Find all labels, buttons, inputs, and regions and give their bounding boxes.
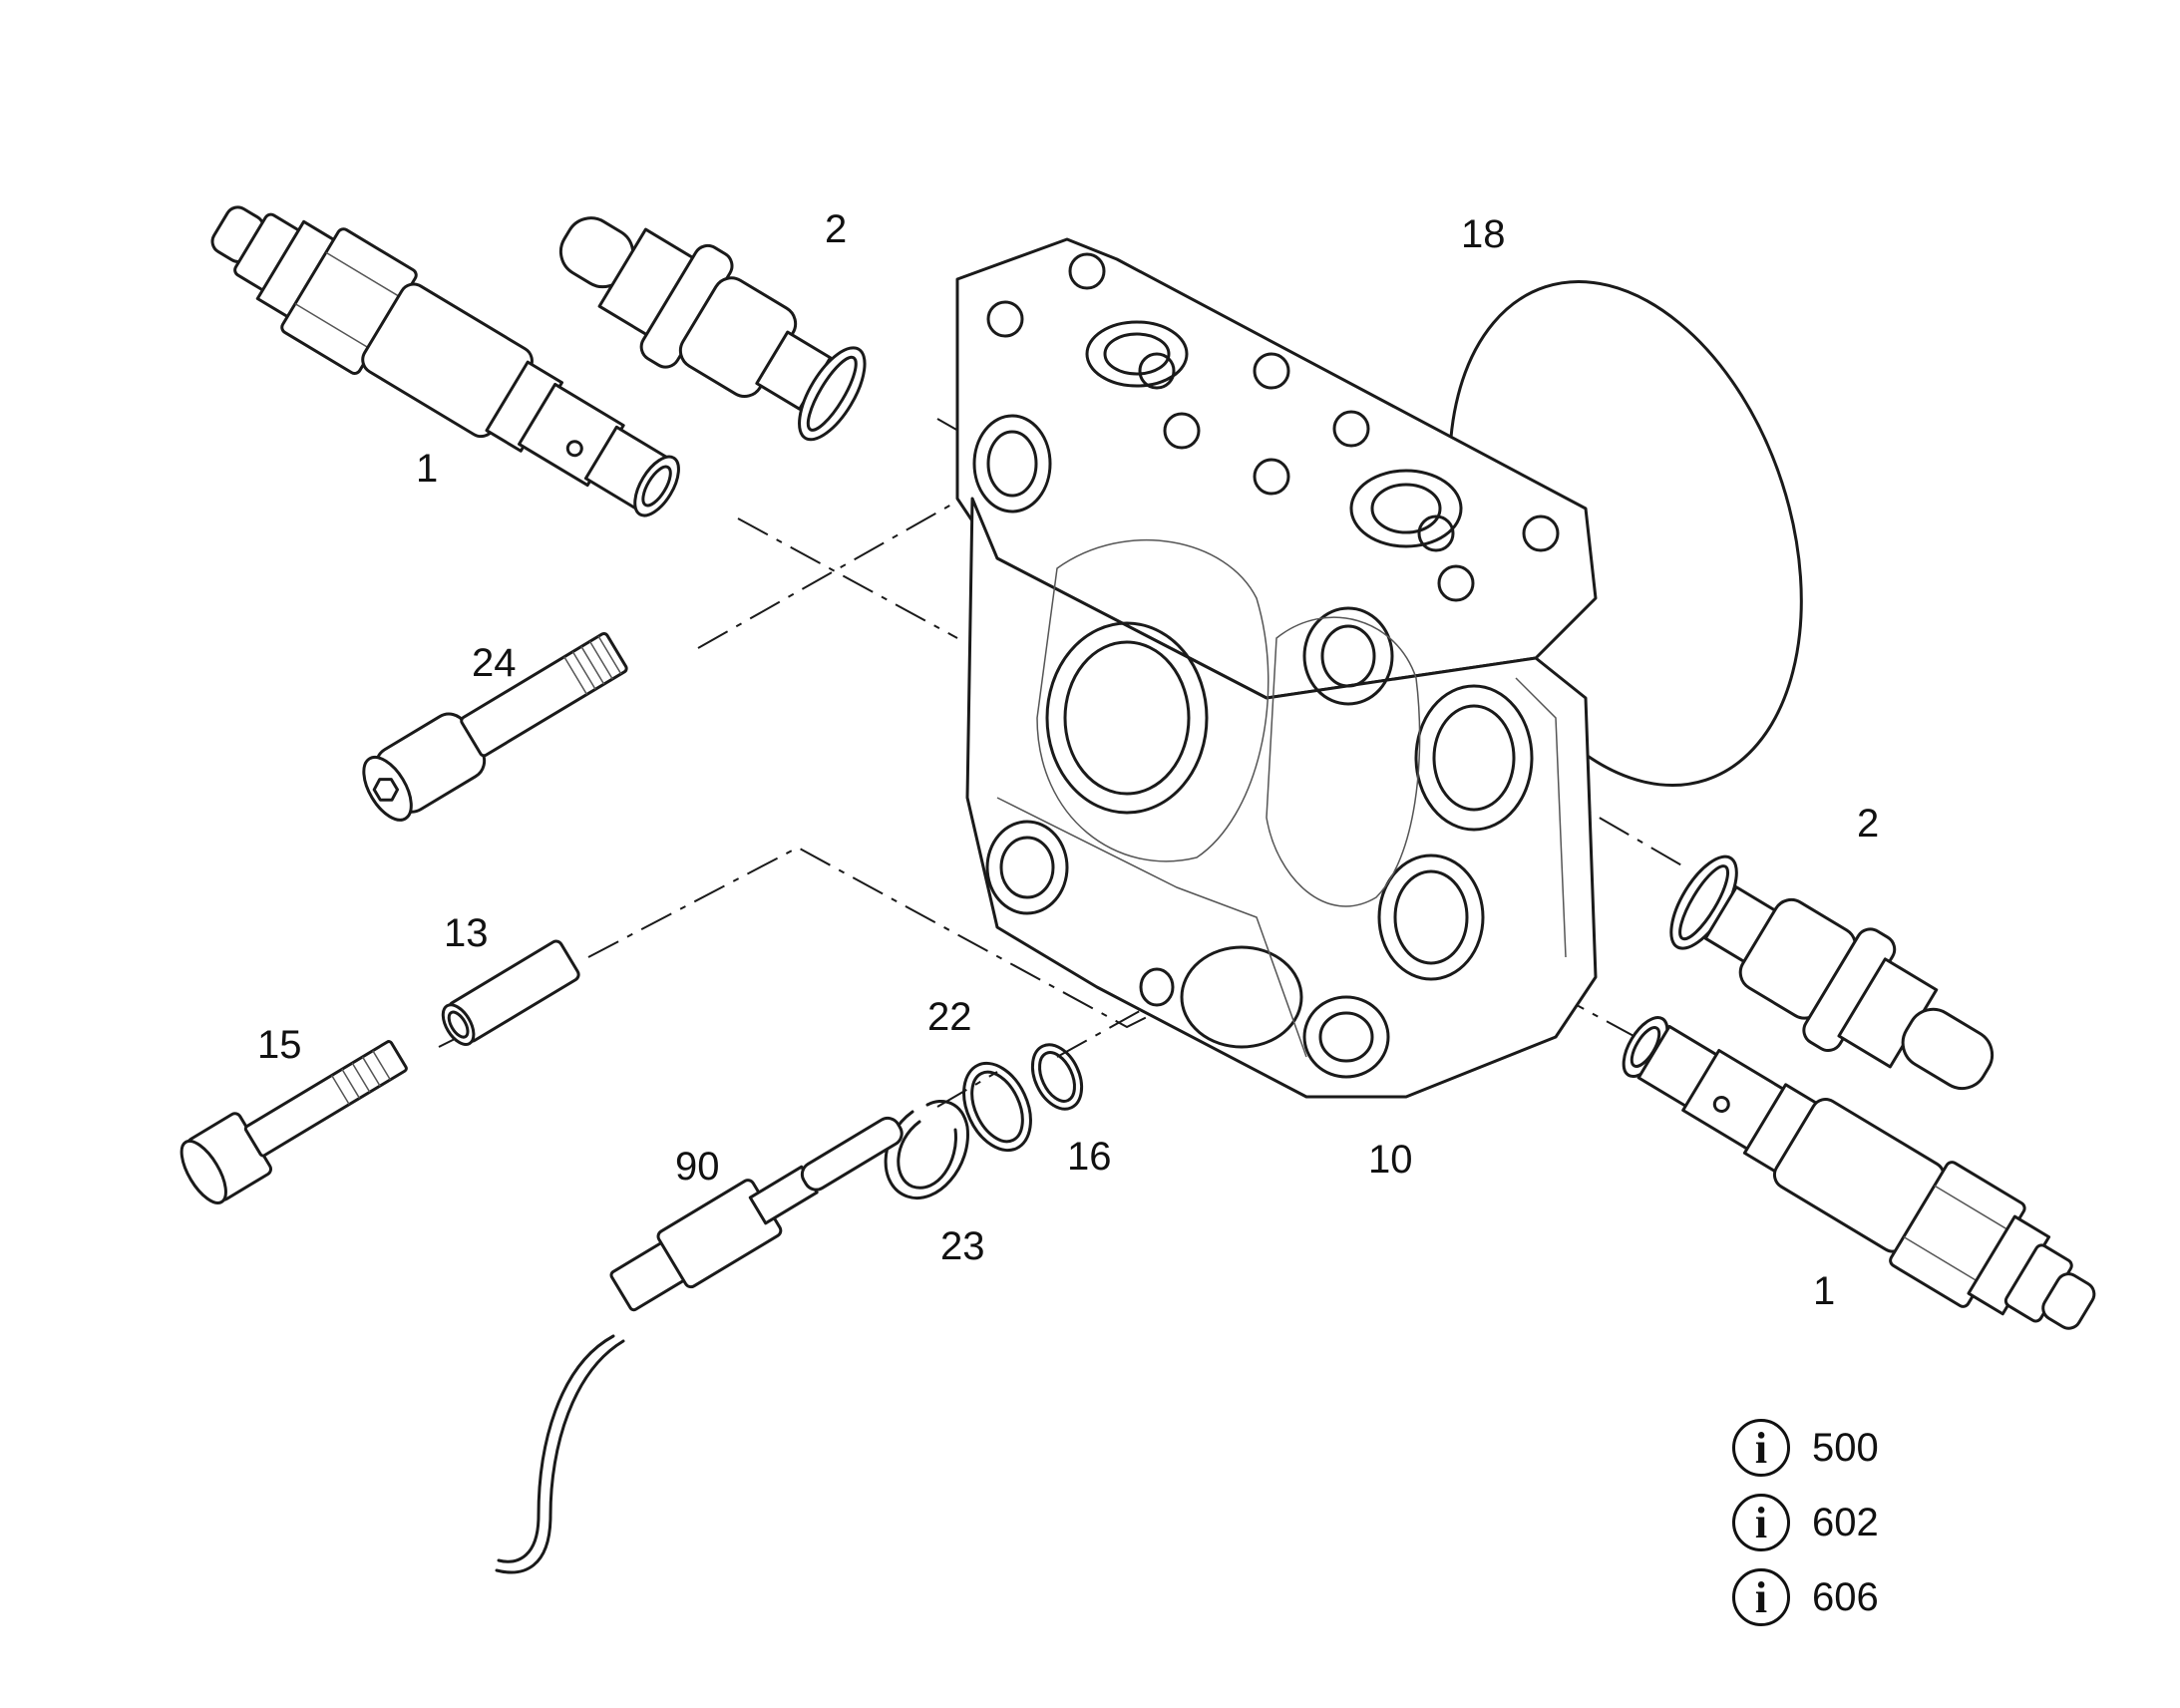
callout-part-1-right: 1	[1813, 1269, 1836, 1313]
info-reference-500[interactable]: i 500	[1732, 1419, 1879, 1477]
sleeve-13	[441, 939, 580, 1046]
check-valve-2-right	[1669, 854, 1995, 1091]
socket-head-screw-24	[362, 632, 628, 822]
sensor-90	[495, 1116, 904, 1574]
backup-ring-22	[962, 1061, 1032, 1153]
hex-bolt-15	[180, 1040, 408, 1204]
info-reference-606[interactable]: i 606	[1732, 1568, 1879, 1626]
callout-part-90: 90	[675, 1145, 720, 1189]
info-icon: i	[1732, 1494, 1790, 1551]
snap-ring-23	[884, 1100, 969, 1199]
info-reference-code: 606	[1812, 1574, 1879, 1619]
callout-part-24: 24	[472, 641, 517, 685]
info-reference-code: 602	[1812, 1500, 1879, 1544]
valve-housing-10	[955, 237, 1598, 1099]
info-reference-code: 500	[1812, 1425, 1879, 1470]
info-reference-602[interactable]: i 602	[1732, 1494, 1879, 1551]
callout-part-1-top: 1	[416, 447, 439, 491]
cartridge-valve-1-right	[1622, 1016, 2096, 1330]
callout-part-10: 10	[1368, 1138, 1413, 1182]
callout-part-18: 18	[1461, 212, 1506, 256]
callout-part-23: 23	[940, 1224, 985, 1268]
o-ring-16	[1030, 1043, 1084, 1111]
callout-part-22: 22	[927, 995, 972, 1039]
check-valve-2-top	[558, 216, 867, 442]
callout-part-2-top: 2	[825, 207, 848, 251]
callout-part-13: 13	[444, 911, 489, 955]
info-icon: i	[1732, 1419, 1790, 1477]
callout-part-15: 15	[257, 1023, 302, 1067]
callout-part-2-right: 2	[1857, 802, 1880, 846]
callout-part-16: 16	[1067, 1135, 1112, 1179]
info-icon: i	[1732, 1568, 1790, 1626]
cartridge-valve-1-top	[210, 205, 680, 517]
